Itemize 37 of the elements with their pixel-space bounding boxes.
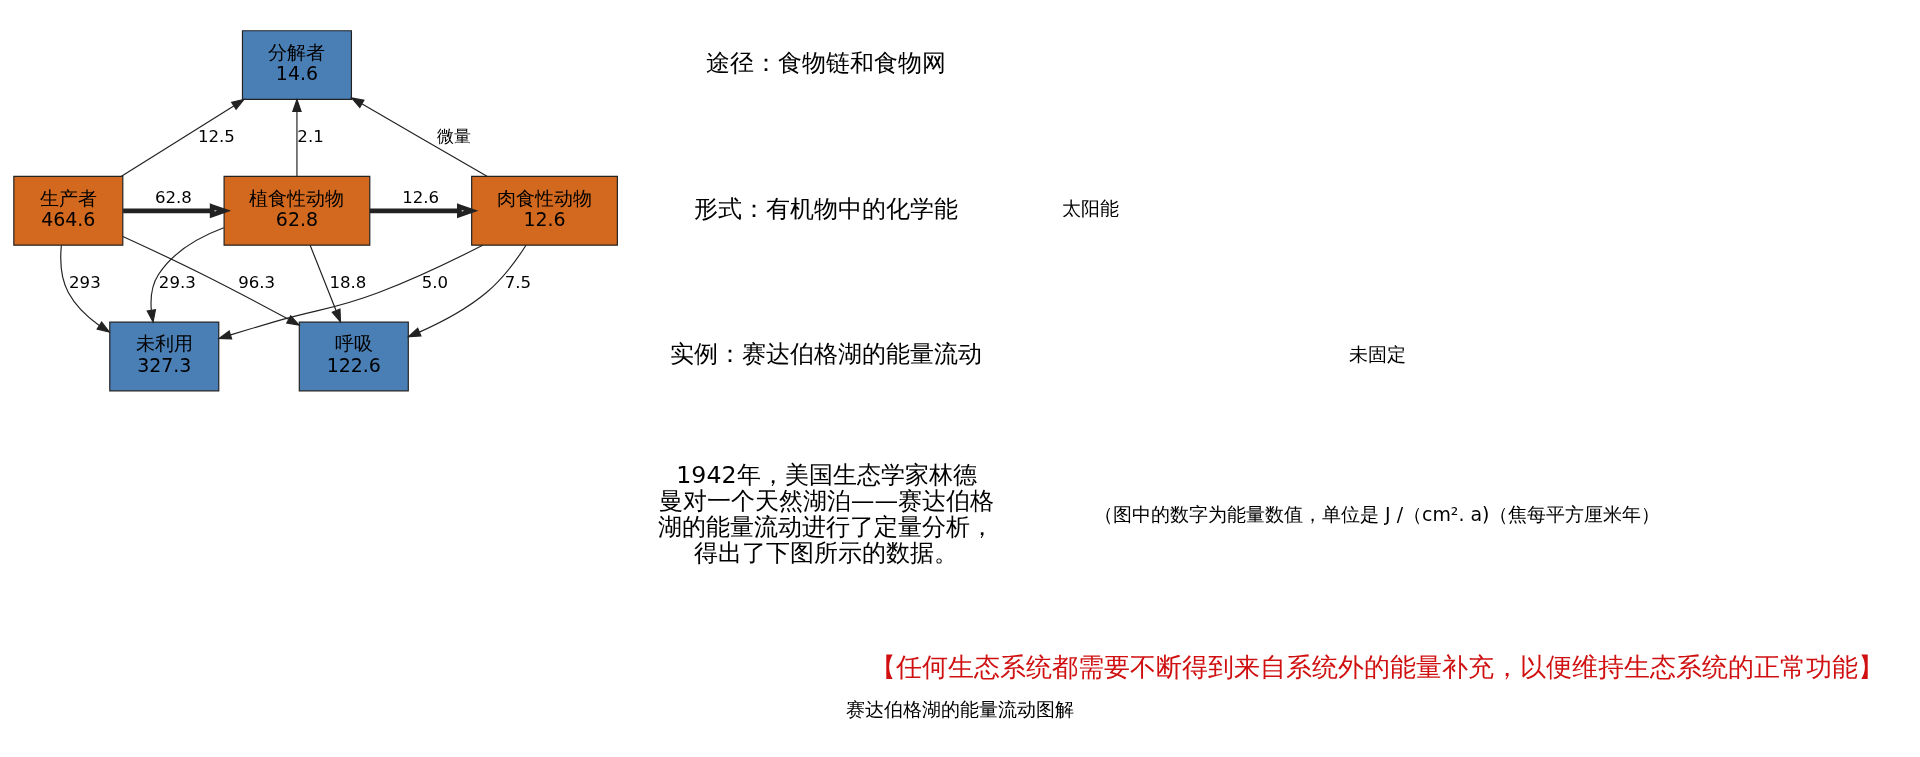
edge-label: 12.5	[197, 126, 235, 146]
arrow	[309, 244, 342, 323]
arrow	[350, 96, 488, 177]
node-box: 生产者 464.6	[13, 175, 124, 246]
edge-label: 62.8	[154, 187, 192, 207]
edge-label: 29.3	[158, 272, 196, 292]
arrow	[120, 98, 246, 177]
edge-label: 2.1	[297, 126, 324, 146]
node-box: 呼吸 122.6	[298, 321, 409, 391]
node-box: 肉食性动物 12.6	[471, 175, 618, 246]
arrow	[122, 235, 301, 326]
arrow	[217, 244, 484, 339]
label: 途径：食物链和食物网	[706, 48, 947, 77]
caption: 赛达伯格湖的能量流动图解	[846, 697, 1074, 720]
edge-label: 微量	[436, 126, 471, 146]
label: 【任何生态系统都需要不断得到来自系统外的能量补充，以便维持生态系统的正常功能】	[870, 651, 1885, 682]
edge-label: 7.5	[504, 272, 532, 292]
edge-label: 5.0	[421, 272, 449, 292]
label: 形式：有机物中的化学能	[694, 194, 959, 223]
edge-label: 18.8	[329, 272, 367, 292]
edge-label: 96.3	[238, 272, 276, 292]
label: 1942年，美国生态学家林德曼对一个天然湖泊——赛达伯格湖的能量流动进行了定量分析，得出了下图所示的数据。	[658, 460, 995, 567]
arrow	[369, 202, 479, 218]
label: 未固定	[1348, 342, 1406, 365]
edge-label: 293	[69, 272, 101, 292]
arrow	[291, 97, 302, 177]
node-box: 植食性动物 62.8	[223, 175, 371, 246]
arrow	[406, 244, 527, 337]
edge-label: 12.6	[402, 187, 440, 207]
arrow	[60, 244, 111, 333]
label: 实例：赛达伯格湖的能量流动	[670, 339, 983, 368]
label: 太阳能	[1062, 196, 1120, 219]
node-box: 未利用 327.3	[109, 321, 220, 391]
label: （图中的数字为能量数值，单位是 J /（cm². a)（焦每平方厘米年）	[1094, 502, 1661, 525]
arrow	[123, 202, 232, 218]
arrow	[146, 226, 225, 324]
node-box: 分解者 14.6	[241, 29, 352, 100]
